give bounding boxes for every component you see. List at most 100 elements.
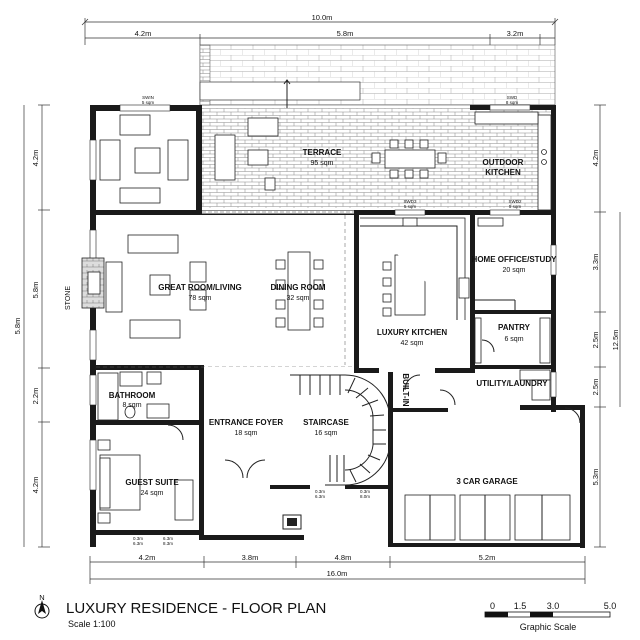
bottom-dimension-2: 3.8m [242,553,259,562]
terrace-side-wall [199,44,211,106]
foyer-area: 18 sqm [235,430,258,437]
svg-text:5 sqm: 5 sqm [142,100,155,105]
left-dimension-2: 5.8m [31,282,40,299]
utility-window [550,371,557,398]
right-dimension-5: 5.3m [591,469,600,486]
foyer-label: ENTRANCE FOYER [209,418,283,427]
left-dimension-4: 4.2m [31,477,40,494]
swd2-tag: SWD2 [508,199,521,204]
garage-label: 3 CAR GARAGE [456,477,518,486]
terrace-area: 95 sqm [311,160,334,167]
bathroom-label: BATHROOM [109,391,156,400]
staircase-label: STAIRCASE [303,418,349,427]
swd3-tag: SWD3 [403,199,416,204]
guest-suite-label: GUEST SUITE [125,478,179,487]
utility-fixtures [519,369,551,401]
svg-text:5 sqm: 5 sqm [404,204,417,209]
left-dimension-3: 2.2m [31,388,40,405]
bottom-dimension-lines [89,556,586,584]
outdoor-kitchen-window [489,104,531,111]
left-total-dimension: 5.8m [13,318,22,335]
scale-tick-0: 0 [490,601,495,611]
left-dimension-1: 4.2m [31,150,40,167]
kitchen-window [394,209,426,216]
terrace-step [199,81,361,101]
outdoor-kitchen-counter [474,111,552,211]
living-furniture [99,114,189,204]
pantry-area: 6 sqm [504,336,523,343]
great-room-label: GREAT ROOM/LIVING [158,283,241,292]
door-tag-c: 0.3m [315,489,325,494]
guest-furniture [97,439,194,524]
plan-title: LUXURY RESIDENCE - FLOOR PLAN [66,600,326,617]
great-room-window-2 [89,329,97,361]
outdoor-kitchen-label: OUTDOOR [483,158,524,167]
stone-label: STONE [65,286,72,310]
north-label: N [39,593,44,602]
garage-doors [404,494,571,541]
top-dimension-2: 5.8m [337,29,354,38]
utility-label: UTILITY/LAUNDRY [476,379,548,388]
office-window [550,244,557,276]
staircase [290,374,391,486]
kitchen-furniture [360,217,470,320]
graphic-scale-label: Graphic Scale [520,622,577,632]
svg-text:6.3m: 6.3m [133,541,143,546]
office-top-window [489,209,521,216]
dining-area: 32 sqm [287,295,310,302]
pantry-label: PANTRY [498,323,531,332]
terrace-label: TERRACE [303,148,342,157]
kitchen-area: 42 sqm [401,340,424,347]
svg-text:8.3m: 8.3m [163,541,173,546]
doors [167,339,581,479]
svg-text:5 sqm: 5 sqm [509,204,522,209]
bottom-dimension-4: 5.2m [479,553,496,562]
door-tag-a: 0.3m [133,536,143,541]
top-total-dimension: 10.0m [312,13,333,22]
right-dimension-lines [594,104,621,548]
svg-text:8 sqm: 8 sqm [506,100,519,105]
office-area: 20 sqm [503,267,526,274]
terrace-furniture [214,117,447,191]
scale-tick-2: 3.0 [547,601,560,611]
bottom-dimension-3: 4.8m [335,553,352,562]
great-room-furniture [81,234,207,339]
top-dimension-1: 4.2m [135,29,152,38]
top-dimension-lines [81,18,559,45]
office-label: HOME OFFICE/STUDY [472,255,558,264]
right-total-dimension: 12.5m [611,330,620,351]
door-tag-d: 0.3m [360,489,370,494]
svg-text:KITCHEN: KITCHEN [485,168,521,177]
right-dimension-4: 2.5m [591,379,600,396]
scale-tick-1: 1.5 [514,601,527,611]
bottom-dimension-1: 4.2m [139,553,156,562]
dining-label: DINING ROOM [270,283,325,292]
plan-scale: Scale 1:100 [68,619,116,629]
staircase-area: 16 sqm [315,430,338,437]
bathroom-window [89,374,97,406]
living-window-left [89,139,97,181]
right-dimension-1: 4.2m [591,150,600,167]
dining-furniture [275,251,324,331]
north-arrow-icon [34,600,50,619]
swd-tag: SWD [507,95,518,100]
swin-tag: SWIN [142,95,154,100]
bathroom-fixtures [97,371,170,421]
guest-window [89,439,97,491]
pantry-shelves [474,317,551,364]
top-dimension-3: 3.2m [507,29,524,38]
kitchen-label: LUXURY KITCHEN [377,328,447,337]
guest-suite-area: 24 sqm [141,490,164,497]
left-dimension-lines [23,104,50,548]
svg-text:8.0m: 8.0m [360,494,370,499]
living-top-window [119,104,171,112]
door-tag-b: 6.3m [163,536,173,541]
graphic-scale-bar [484,611,611,618]
great-room-area: 78 sqm [189,295,212,302]
right-dimension-3: 2.5m [591,332,600,349]
svg-text:6.3m: 6.3m [315,494,325,499]
right-dimension-2: 3.3m [591,254,600,271]
office-furniture [475,217,516,310]
bottom-total-dimension: 16.0m [327,569,348,578]
